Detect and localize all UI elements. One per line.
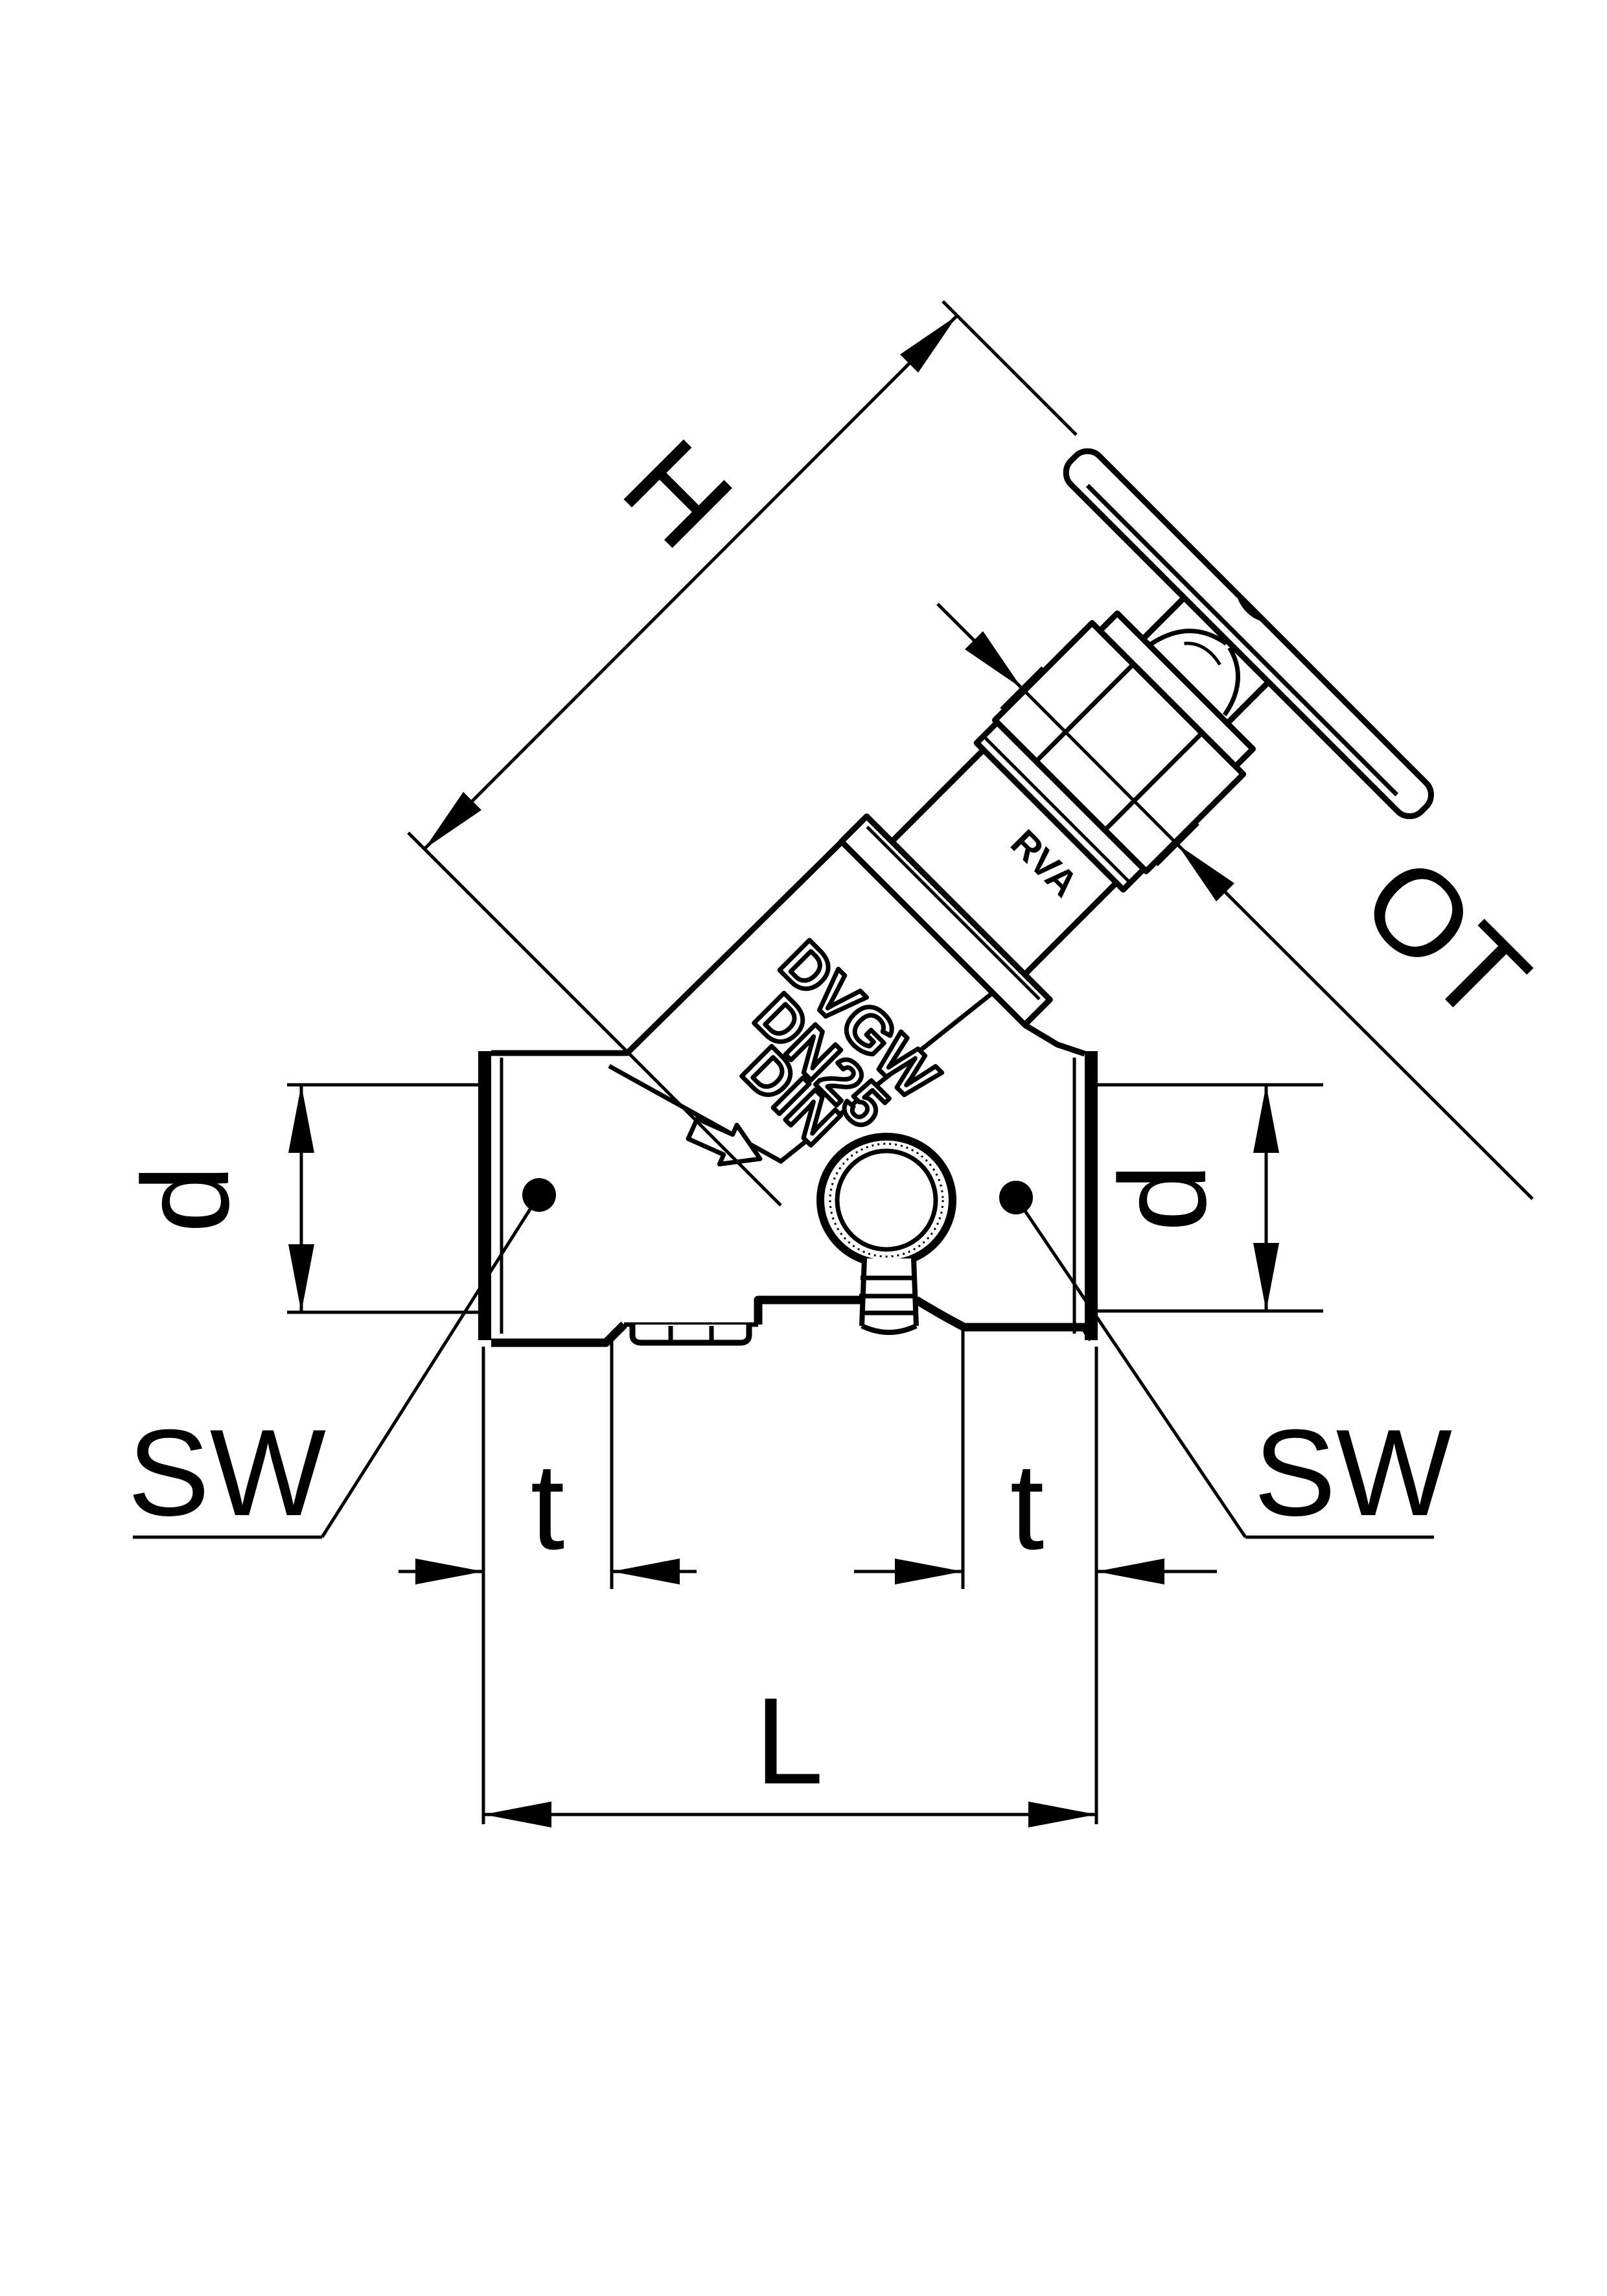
dimension-d-left: d (117, 1083, 483, 1314)
dimension-t-left: t (399, 1334, 697, 1589)
handwheel-rim-line (1085, 483, 1399, 796)
drain-spout-tip (861, 1323, 918, 1335)
stem-cylinder-edge-left (890, 747, 987, 844)
drain-spout-edge-left (859, 1258, 867, 1327)
h-arrowhead-lower (424, 792, 481, 849)
handwheel-hub-curve (1184, 642, 1221, 666)
drain-hex-plug (629, 1325, 752, 1346)
t-right-arrowhead-inner (895, 1559, 963, 1584)
ot-arrowhead-upper (965, 631, 1022, 688)
test-port-inner-ring (835, 1148, 938, 1252)
drain-spout-edge-right (911, 1258, 919, 1327)
dimension-L: L (481, 1347, 1098, 1827)
ot-stub-lower (1176, 843, 1534, 1200)
ot-arrowhead-lower (1177, 844, 1234, 901)
d-left-label: d (117, 1165, 255, 1233)
t-left-label: t (531, 1438, 565, 1575)
l-arrowhead-right (1028, 1802, 1096, 1827)
spindle-neck-edge-left (1140, 594, 1188, 642)
body-bottom-left (491, 1321, 627, 1347)
hex-flat-line-lower (1104, 732, 1203, 831)
hex-flat-line-upper (1035, 663, 1135, 762)
d-left-arrowhead-bottom (288, 1244, 314, 1312)
dimension-t-right: t (854, 1330, 1217, 1589)
gland-washer (1096, 610, 1256, 770)
handwheel-spoke-curve-a (1149, 629, 1228, 647)
handwheel-spoke-curve-b (1222, 646, 1240, 717)
test-port-outer-ring (816, 1133, 956, 1268)
right-end-face (1085, 1051, 1098, 1340)
body-bottom-right (914, 1296, 1096, 1341)
t-left-arrowhead-inner (612, 1559, 680, 1584)
d-right-arrowhead-top (1253, 1085, 1279, 1153)
annotation-SW-right: SW (1014, 1196, 1452, 1542)
l-arrowhead-left (483, 1802, 551, 1827)
sw-right-label: SW (1254, 1404, 1452, 1542)
t-right-arrowhead-outer (1096, 1559, 1164, 1584)
d-left-arrowhead-top (288, 1085, 314, 1153)
d-right-arrowhead-bottom (1253, 1243, 1279, 1311)
bonnet-flange (838, 813, 1053, 1028)
body-top-right-shoulder (1023, 1023, 1086, 1057)
d-right-label: d (1094, 1163, 1232, 1232)
bonnet-flange-lip (866, 826, 1041, 1001)
stem-cylinder-edge-right (1023, 879, 1120, 977)
t-left-arrowhead-outer (415, 1559, 483, 1584)
stem-assembly (838, 448, 1434, 1028)
ot-dimension-line (1021, 687, 1179, 846)
left-end-face (478, 1051, 491, 1340)
bonnet-ring-lip (984, 737, 1129, 883)
l-label: L (755, 1673, 824, 1810)
sw-right-leader (1014, 1196, 1247, 1538)
sw-left-label: SW (128, 1404, 326, 1542)
body-bottom-middle (754, 1295, 863, 1325)
t-right-label: t (1010, 1438, 1045, 1575)
valve-body: DVGW DN25 DIN RVA (478, 822, 1098, 1347)
body-shoulder-crease (608, 991, 995, 1165)
sw-left-leader (320, 1194, 541, 1538)
h-arrowhead-upper (900, 316, 957, 373)
h-label: H (597, 414, 757, 574)
handwheel-bar (1063, 448, 1434, 820)
test-port-knurl-ring (829, 1142, 944, 1258)
handwheel-grip-notch (1236, 596, 1264, 622)
spindle-neck-edge-right (1225, 678, 1272, 726)
h-dimension-line (423, 314, 958, 850)
h-extension-upper (942, 300, 1078, 436)
h-extension-lower (407, 831, 782, 1207)
dimension-d-right: d (1094, 1083, 1323, 1313)
annotation-SW-left: SW (128, 1194, 541, 1542)
ot-label: OT (1336, 831, 1554, 1049)
